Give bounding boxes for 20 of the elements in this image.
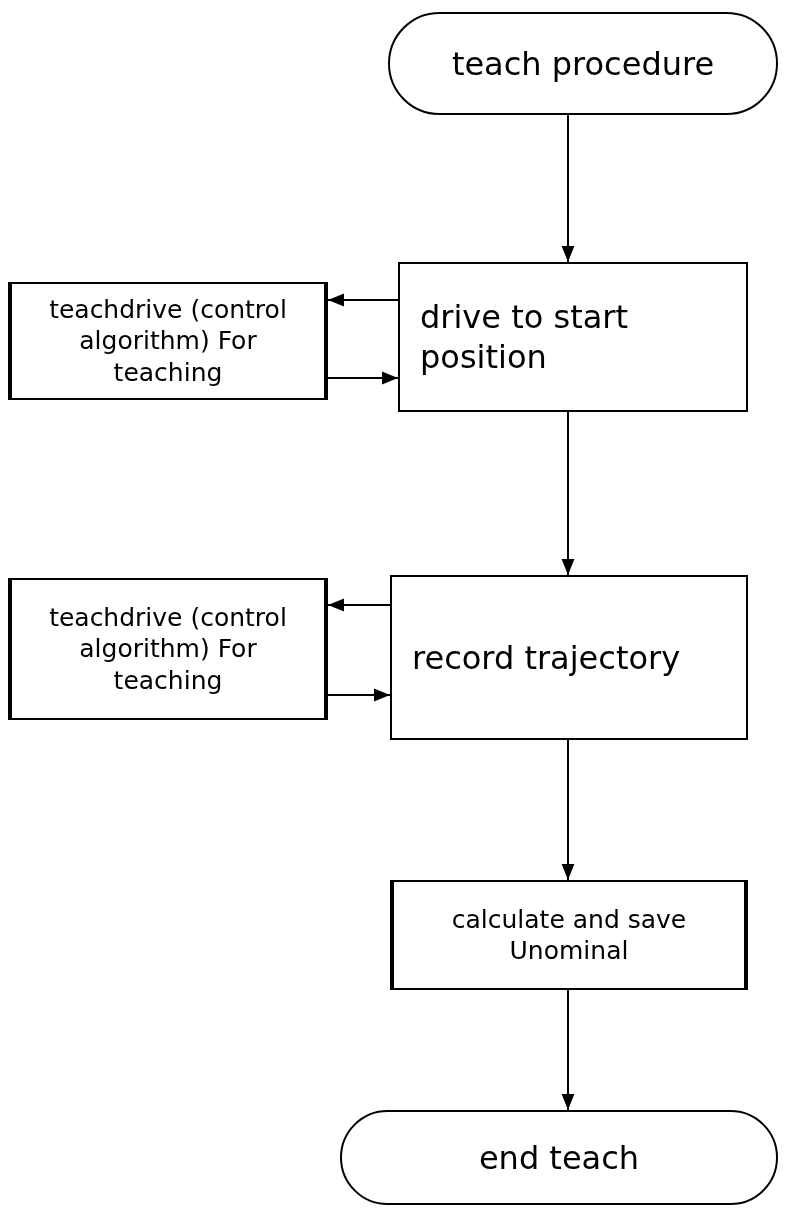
arrow <box>327 598 391 612</box>
subroutine-box <box>8 578 328 720</box>
process-box <box>398 262 748 412</box>
subroutine-box <box>390 880 748 990</box>
node-label: teachdrive (control algorithm) For teaching <box>48 294 288 388</box>
arrow <box>327 371 399 385</box>
arrow <box>327 688 391 702</box>
arrow <box>561 114 575 263</box>
node-label: teach procedure <box>451 43 715 84</box>
node-label: record trajectory <box>412 637 681 678</box>
arrow <box>561 739 575 881</box>
node-label: calculate and save Unominal <box>450 903 688 967</box>
node-label: teachdrive (control algorithm) For teaching <box>48 602 288 696</box>
subroutine-box <box>8 282 328 400</box>
node-label: end teach <box>478 1137 640 1178</box>
arrow <box>561 989 575 1111</box>
node-label: drive to start position <box>420 297 629 377</box>
arrow <box>327 293 399 307</box>
process-box <box>390 575 748 740</box>
arrow <box>561 411 575 576</box>
